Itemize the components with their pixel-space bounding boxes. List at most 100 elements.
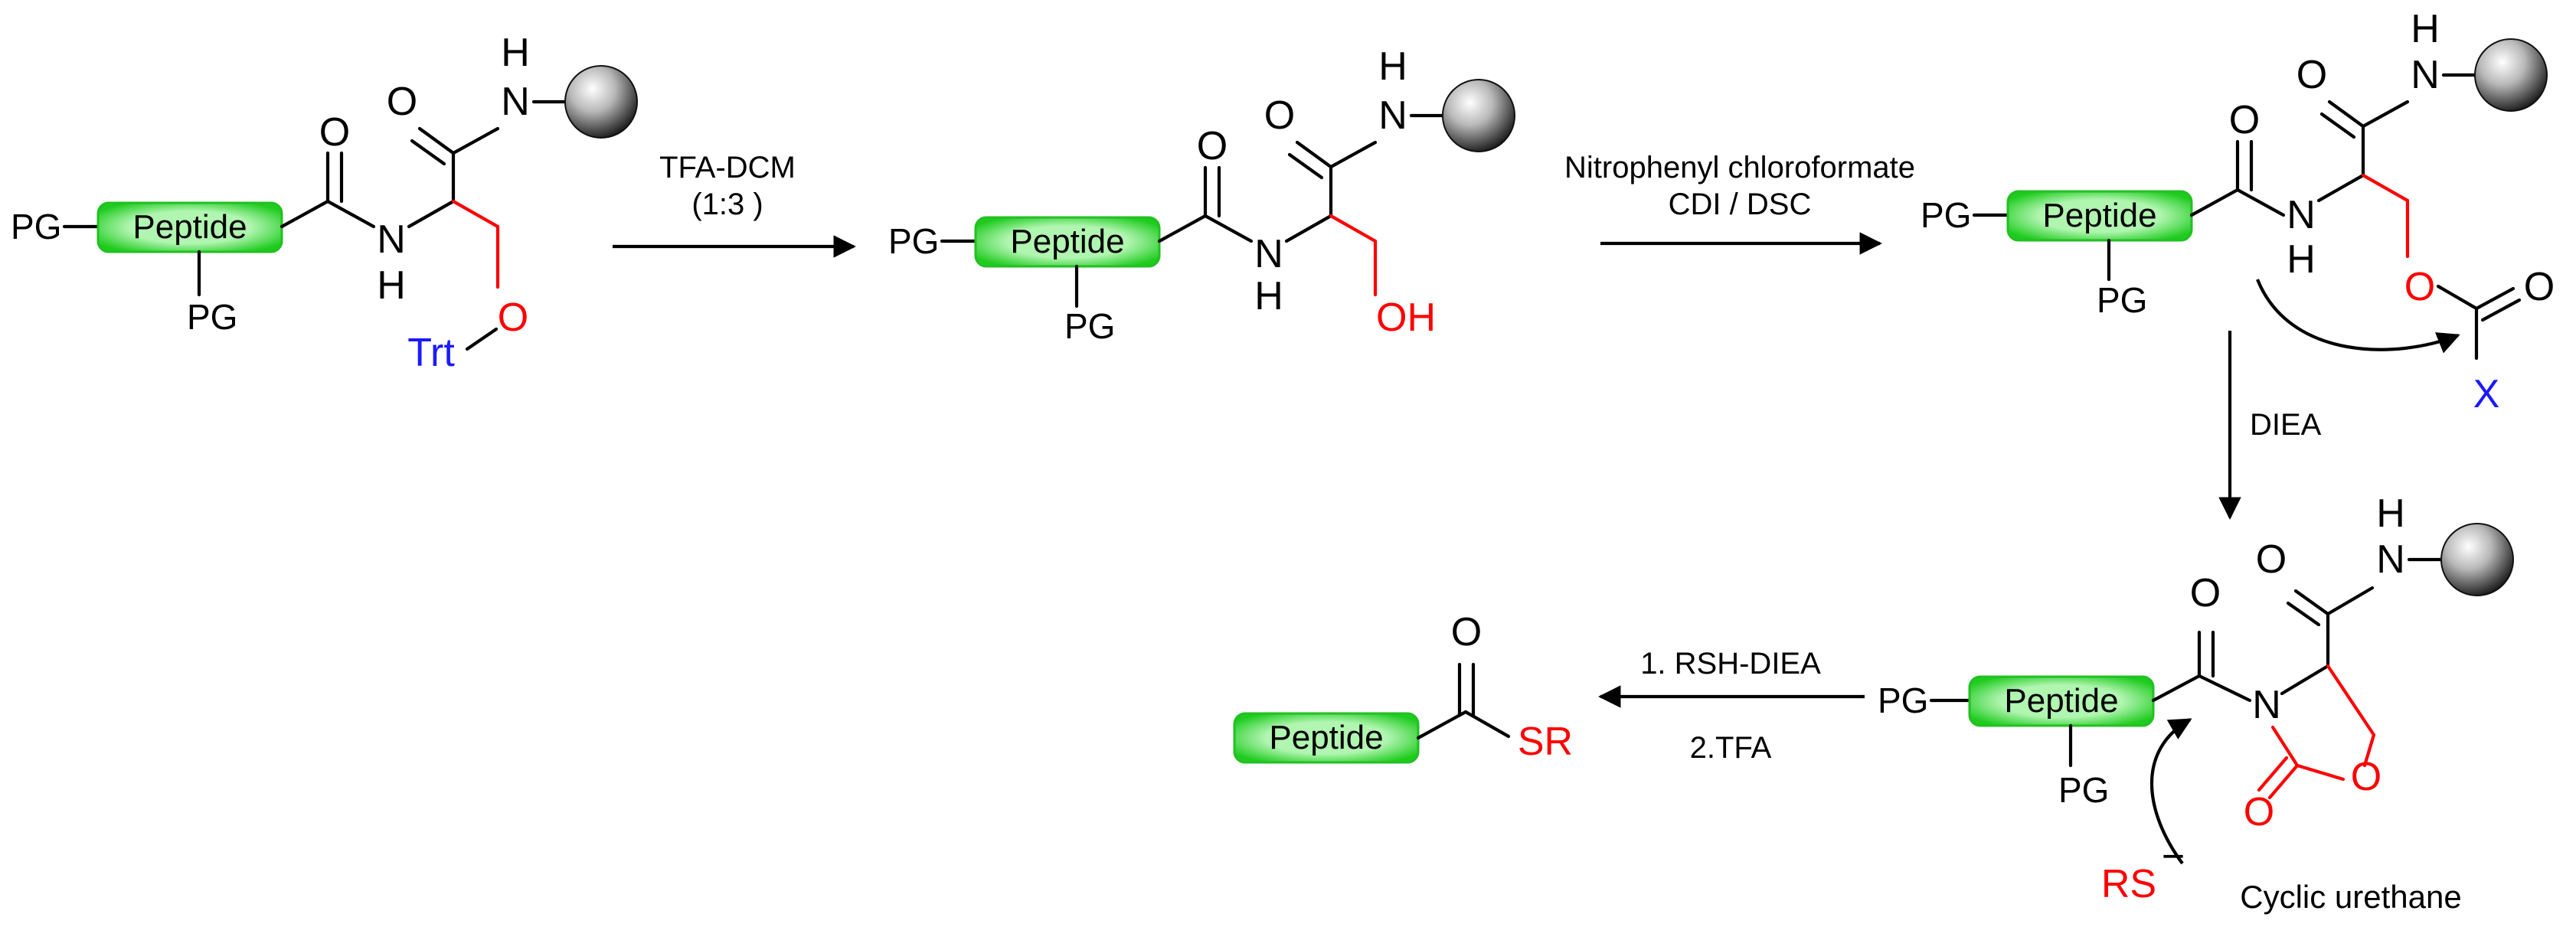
bond-red	[2326, 664, 2376, 737]
arrow-step1: TFA-DCM (1:3 )	[613, 151, 856, 258]
bond	[2326, 586, 2375, 616]
atom-o: O	[1197, 124, 1228, 168]
bond	[1287, 152, 1324, 180]
negative-charge: −	[2162, 834, 2185, 879]
atom-n: N	[501, 80, 530, 124]
resin-bead-icon	[2440, 523, 2514, 596]
atom-h: H	[2376, 491, 2405, 536]
bond	[1284, 214, 1333, 243]
atom-n: N	[1254, 232, 1283, 276]
atom-o-red: O	[2244, 790, 2274, 834]
bond-red	[2267, 763, 2300, 800]
atom-o-red: O	[2351, 755, 2381, 799]
atom-n: N	[2411, 53, 2440, 97]
atom-h: H	[2287, 237, 2316, 282]
oh-label: OH	[1376, 295, 1436, 340]
bond	[1157, 214, 1208, 243]
sr-label: SR	[1518, 720, 1573, 764]
structure-cyclic-urethane: PG Peptide PG O N O N H O O RS − Cyclic …	[1878, 491, 2514, 915]
peptide-label: Peptide	[1010, 223, 1124, 260]
condition-text: CDI / DSC	[1669, 188, 1812, 221]
atom-o-red: O	[498, 295, 528, 340]
pg-label: PG	[1878, 681, 1928, 720]
condition-text: Nitrophenyl chloroformate	[1564, 151, 1915, 184]
condition-text: TFA-DCM	[659, 151, 796, 184]
peptide-label: Peptide	[2042, 197, 2156, 234]
atom-o-red: O	[2404, 265, 2435, 309]
bond	[407, 199, 456, 229]
atom-o: O	[1264, 93, 1295, 138]
bond	[1329, 140, 1378, 169]
bond	[2293, 589, 2330, 616]
atom-n: N	[2287, 193, 2316, 237]
curly-arrow	[2149, 718, 2192, 865]
bond-red	[2257, 756, 2289, 792]
bond	[417, 126, 456, 155]
pg-label: PG	[2097, 280, 2147, 320]
bond	[2436, 284, 2479, 311]
bond	[2197, 674, 2252, 703]
atom-h: H	[377, 263, 406, 308]
bond	[2316, 173, 2365, 203]
bond	[2189, 188, 2240, 217]
bond	[2280, 664, 2330, 696]
bond	[2319, 112, 2356, 139]
resin-bead-icon	[1442, 79, 1515, 152]
pg-label: PG	[1921, 195, 1971, 235]
pg-label: PG	[2058, 770, 2109, 810]
bond	[465, 327, 499, 351]
atom-o: O	[1451, 610, 1482, 654]
atom-n: N	[377, 217, 406, 262]
atom-o: O	[2524, 265, 2555, 309]
atom-h: H	[2411, 7, 2440, 51]
bond	[280, 199, 330, 229]
atom-o: O	[2190, 571, 2221, 615]
atom-o: O	[387, 80, 417, 124]
atom-o: O	[2256, 537, 2287, 582]
atom-o: O	[319, 110, 350, 155]
arrow-step4: 1. RSH-DIEA 2.TFA	[1598, 647, 1865, 765]
pg-label: PG	[1064, 306, 1115, 346]
pg-label: PG	[888, 221, 939, 261]
leaving-group-x: X	[2473, 372, 2500, 416]
bond-red	[2295, 763, 2346, 782]
bond	[2151, 674, 2202, 703]
cyclic-urethane-caption: Cyclic urethane	[2240, 879, 2461, 915]
curly-arrow	[2256, 279, 2460, 354]
bond	[325, 199, 376, 229]
bond-red	[2361, 173, 2410, 203]
structure-ser-oh: PG Peptide PG O N H O N H OH	[888, 44, 1515, 346]
bond	[2286, 601, 2321, 627]
condition-text: DIEA	[2250, 408, 2322, 442]
atom-h: H	[1254, 274, 1283, 318]
pg-label: PG	[187, 297, 237, 337]
structure-activated-carbonate: PG Peptide PG O N H O N H O O X	[1921, 7, 2555, 416]
bond-red	[1329, 214, 1378, 243]
resin-bead-icon	[2474, 38, 2548, 112]
bond-red	[2270, 725, 2300, 768]
bond	[1203, 214, 1254, 243]
peptide-label: Peptide	[1269, 719, 1383, 756]
arrow-step3: DIEA	[2218, 331, 2322, 520]
bond	[451, 126, 500, 155]
bond	[2474, 286, 2516, 311]
condition-text: 2.TFA	[1690, 731, 1772, 765]
bond	[2480, 298, 2522, 322]
bond	[410, 139, 446, 166]
bond-red	[451, 199, 500, 229]
bond	[2235, 188, 2286, 217]
condition-text: 1. RSH-DIEA	[1640, 647, 1821, 681]
structure-ser-trt: PG Peptide PG O N H O N H O Trt	[11, 31, 638, 375]
arrow-step2: Nitrophenyl chloroformate CDI / DSC	[1564, 151, 1915, 255]
bond-red	[2362, 733, 2376, 768]
atom-h: H	[1378, 44, 1407, 89]
atom-n: N	[1378, 93, 1407, 138]
bond	[2361, 100, 2410, 129]
atom-n: N	[2376, 537, 2405, 582]
condition-text: (1:3 )	[691, 188, 763, 221]
bond	[2327, 100, 2365, 129]
atom-h: H	[501, 31, 530, 75]
bond	[1295, 140, 1333, 169]
bond	[1416, 710, 1468, 740]
